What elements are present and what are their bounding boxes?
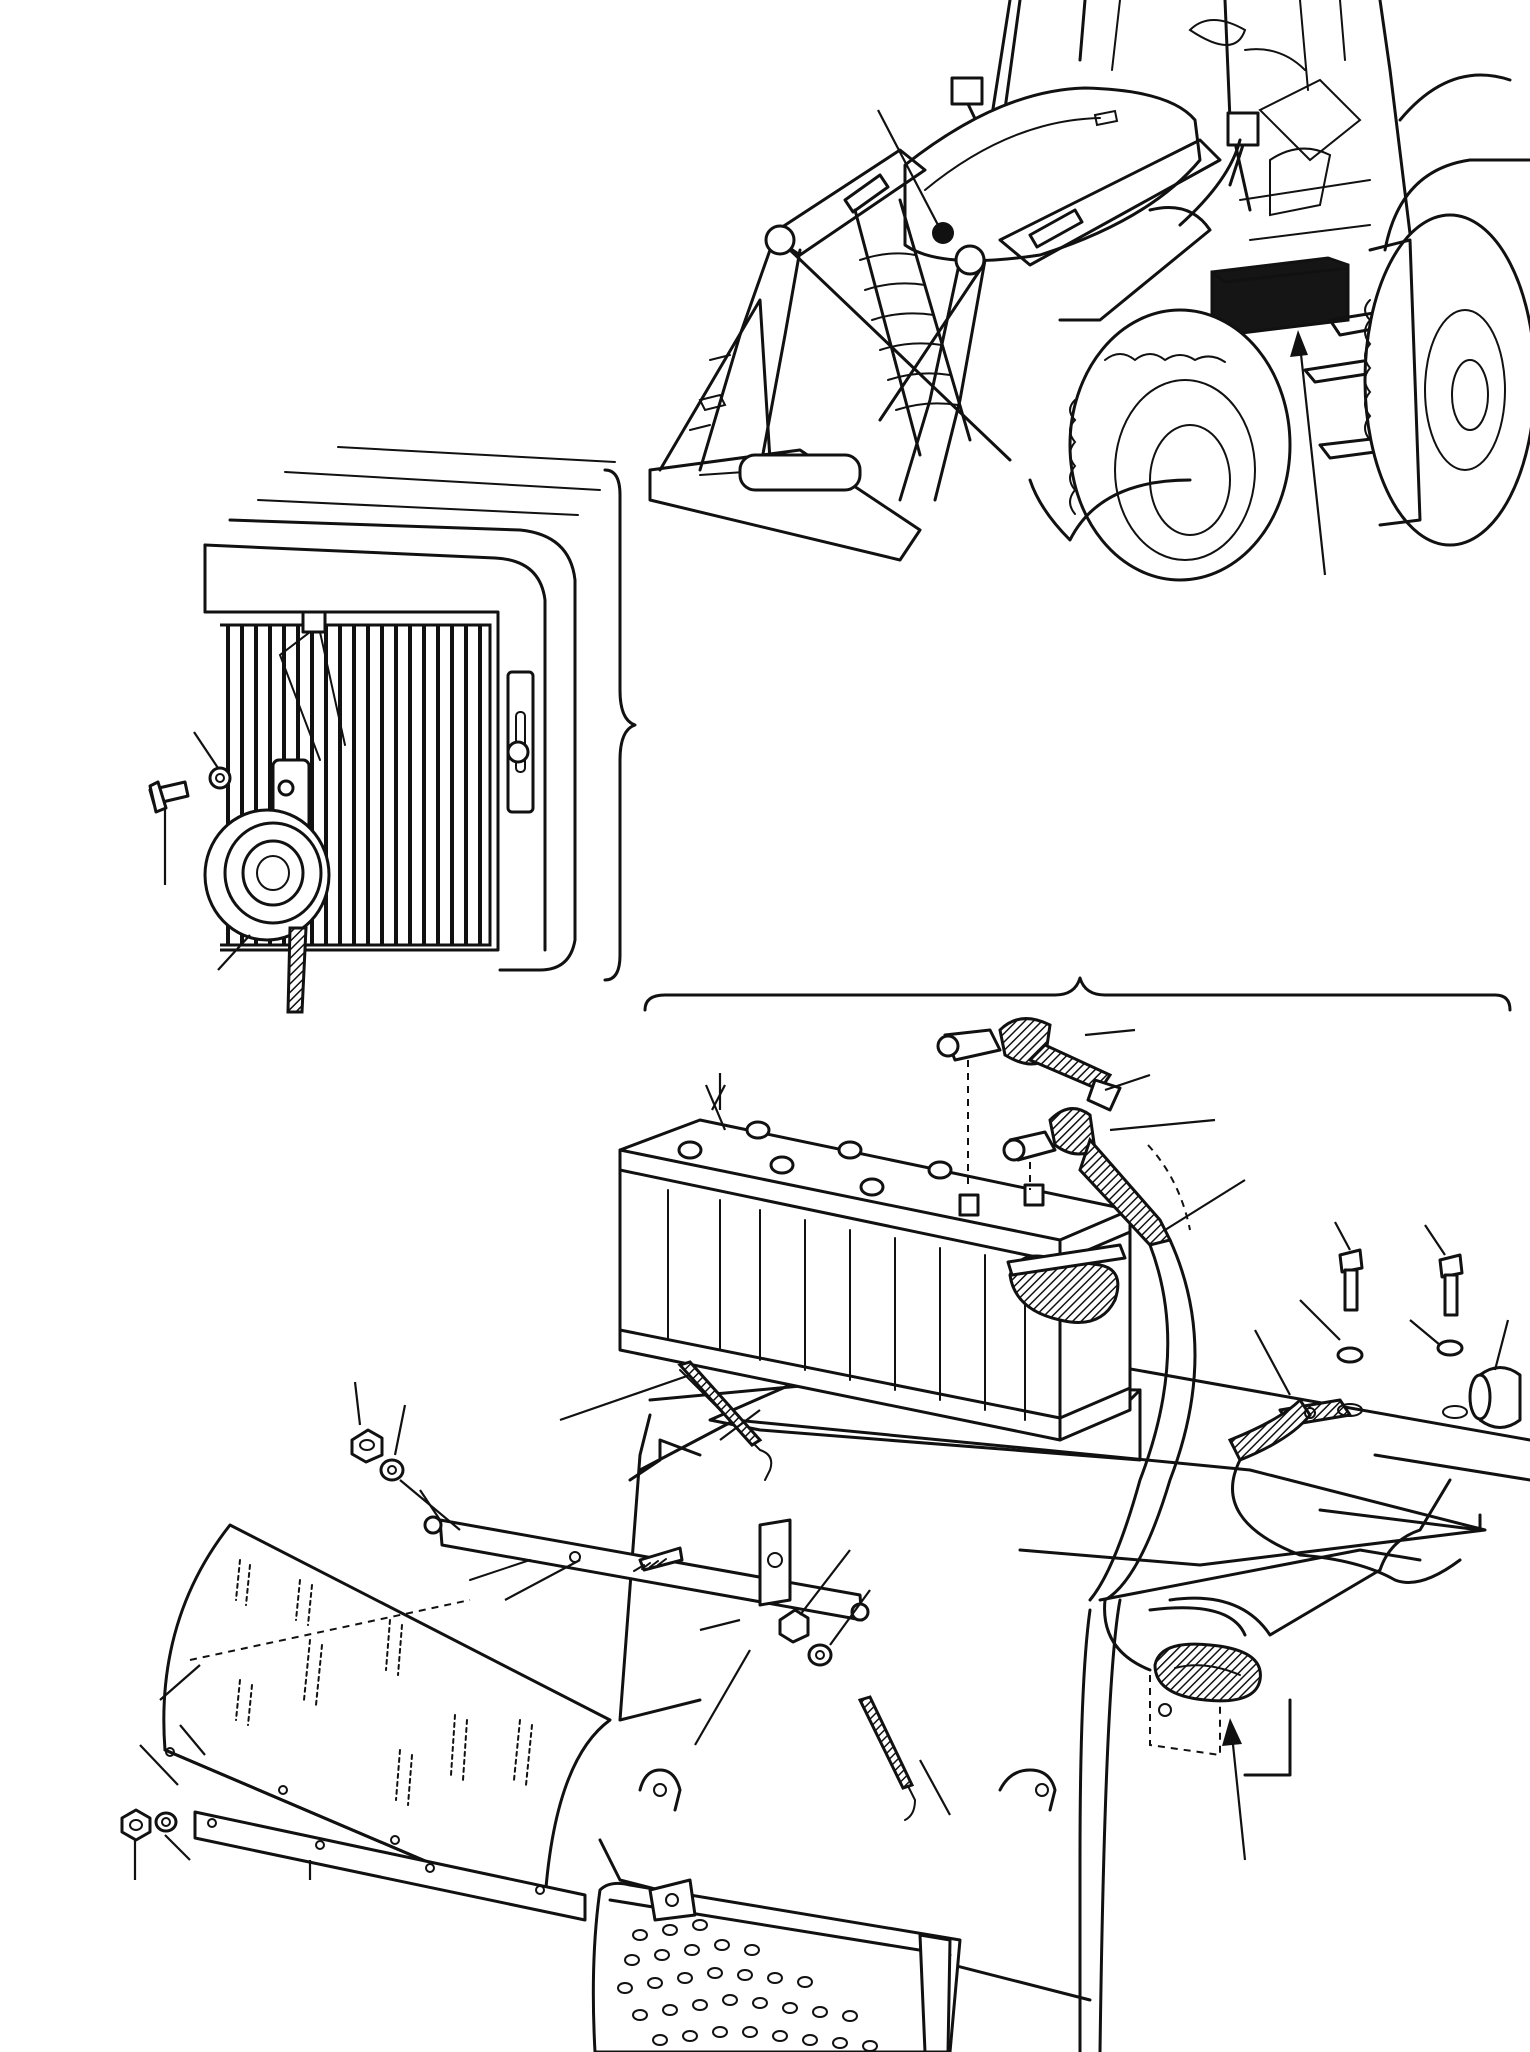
backhoe-loader-icon [648, 0, 1530, 582]
battery-caps [677, 1120, 953, 1197]
step-holes [617, 1919, 878, 2052]
grille-horn-detail [148, 446, 637, 1014]
battery-installation-detail [120, 976, 1530, 2052]
